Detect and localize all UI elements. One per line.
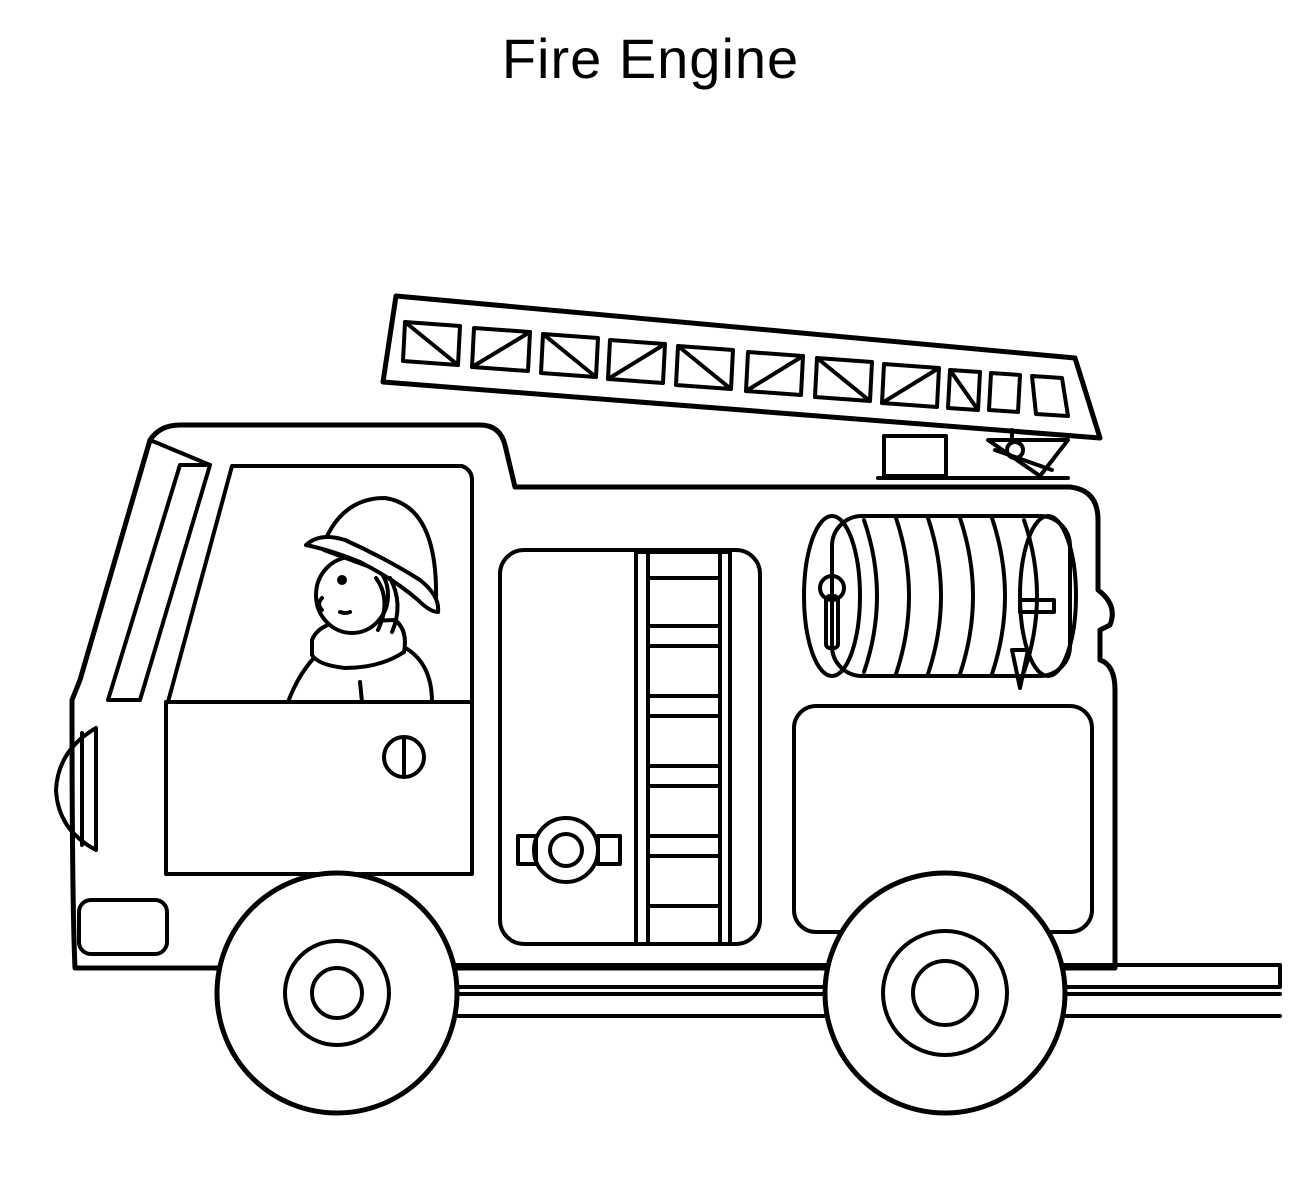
valve-icon [516, 816, 622, 884]
ladder-icon [380, 293, 1103, 489]
firefighter-icon [286, 496, 441, 704]
front-wheel-icon [214, 870, 460, 1116]
rear-wheel-icon [822, 870, 1068, 1116]
side-compartment [498, 548, 762, 946]
page-title: Fire Engine [501, 27, 800, 90]
hose-reel-icon [802, 514, 1078, 690]
